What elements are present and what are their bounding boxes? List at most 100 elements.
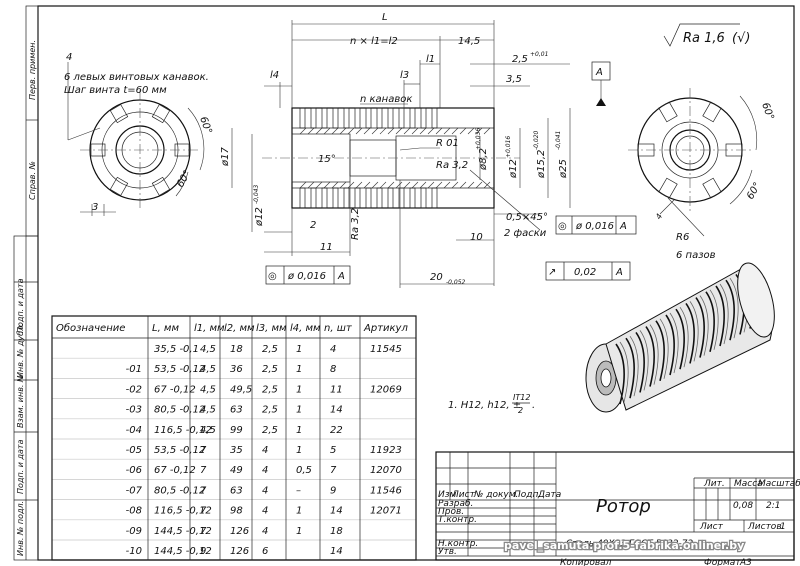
groove-top [354, 107, 361, 129]
table-cell: 98 [230, 506, 243, 517]
table-cell: 2,5 [262, 384, 278, 395]
two-chamfers: 2 фаски [504, 228, 547, 239]
table-cell: 6 [262, 546, 268, 557]
rotor-3d-view [585, 262, 775, 413]
angle-15: 15° [318, 154, 336, 165]
table-cell: 4 [262, 506, 268, 517]
groove-bottom [398, 187, 405, 209]
angle-60-b: 60° [175, 169, 193, 190]
right-end-view [628, 88, 758, 237]
margin-replace-inv: Взам. инв. № [16, 374, 25, 428]
section-dimensions [231, 20, 611, 288]
table-header: Артикул [363, 323, 408, 334]
table-header: L, мм [152, 323, 179, 334]
n-grooves: n канавок [360, 94, 412, 105]
dim-2-5-tol: +0,01 [530, 51, 548, 58]
table-cell: 4 [262, 445, 268, 456]
tf3-symbol: ↗ [548, 267, 556, 278]
groove-bottom [299, 187, 306, 209]
datum-a: A [595, 67, 603, 78]
table-cell: 4 [262, 485, 268, 496]
table-header: l4, мм [290, 323, 321, 334]
margin-dup-inv: Инв. № дубл. [16, 323, 25, 378]
table-cell: 11 [330, 384, 343, 395]
note-num: 4 [66, 52, 72, 63]
dim-10: 10 [470, 232, 483, 243]
table-cell: 67 -0,12 [154, 465, 196, 476]
margin-orig-inv: Инв. № подл. [16, 501, 25, 556]
groove-top [409, 107, 416, 129]
table-cell: 14 [330, 506, 343, 517]
table-cell: 8 [330, 364, 336, 375]
dim-d12-outer: ø12 [254, 207, 265, 227]
groove-bottom [343, 187, 350, 209]
groove-top [299, 107, 306, 129]
table-cell: 11545 [370, 344, 402, 355]
tb-role-tcontrol: Т.контр. [438, 515, 477, 525]
tb-lit: Лит. [703, 479, 725, 489]
table-cell: -02 [126, 384, 142, 395]
roughness-paren: (√) [732, 31, 750, 46]
table-cell: 12071 [370, 506, 402, 517]
groove-bottom [376, 187, 383, 209]
tb-scale-value: 2:1 [766, 501, 780, 511]
angle-60-a: 60° [197, 115, 213, 135]
tb-sheets-value: 1 [780, 522, 786, 532]
groove-top [376, 107, 383, 129]
tb-col-sign: Подп. [514, 490, 541, 500]
tf1-symbol: ◎ [268, 271, 277, 282]
table-cell: 18 [330, 526, 343, 537]
tb-col-sheet: Лист [451, 490, 476, 500]
radius-r6: R6 [676, 232, 689, 243]
table-cell: 53,5 -0,12 [154, 445, 205, 456]
groove-bottom [431, 187, 438, 209]
dim-d25-outer: ø25 [558, 159, 569, 179]
table-cell: 2,5 [262, 344, 278, 355]
dim-4: 4 [654, 212, 664, 221]
roughness-value: Ra 1,6 [683, 31, 725, 46]
table-cell: 1 [296, 445, 302, 456]
angle-60-d: 60° [745, 181, 763, 202]
dim-d15-2-tol: -0,020 [533, 130, 540, 150]
tf2-symbol: ◎ [558, 221, 567, 232]
six-slots: 6 пазов [676, 250, 716, 261]
tb-format: Формат [704, 558, 741, 566]
table-header: l2, мм [224, 323, 255, 334]
tolerance-frame-3: ↗ 0,02 A [545, 261, 631, 281]
end-view-slot [637, 143, 655, 157]
table-cell: 0,5 [296, 465, 312, 476]
tb-sheets: Листов [747, 522, 782, 532]
end-view-slot [151, 176, 171, 196]
angle-60-c: 60° [759, 101, 775, 121]
table-header: l1, мм [194, 323, 225, 334]
dim-d12-outer-tol: -0,043 [253, 184, 260, 204]
table-cell: 99 [230, 425, 243, 436]
table-cell: -06 [126, 465, 142, 476]
dim-l4: l4 [270, 70, 279, 81]
title-block: Ротор Изм Лист № докум. Подп. Дата Разра… [435, 451, 800, 566]
table-cell: 5 [330, 445, 336, 456]
dim-11: 11 [320, 242, 333, 253]
table-cell: 63 [230, 485, 243, 496]
end-view-slot [658, 177, 678, 199]
table-cell: -10 [126, 546, 142, 557]
table-cell: 1 [296, 425, 302, 436]
tf1-value: ø 0,016 [287, 271, 326, 282]
table-cell: 18 [230, 344, 243, 355]
tf2-base: A [619, 221, 627, 232]
table-cell: 11546 [370, 485, 402, 496]
tb-role-check: Пров. [438, 507, 464, 517]
margin-sign-date-1: Подп. и дата [16, 278, 25, 333]
table-cell: -05 [126, 445, 142, 456]
roughness-symbol: Ra 1,6 (√) [663, 23, 750, 47]
groove-bottom [365, 187, 372, 209]
table-cell: 80,5 -0,12 [154, 405, 205, 416]
tf1-base: A [337, 271, 345, 282]
table-cell: 126 [230, 526, 249, 537]
end-view-slot [90, 143, 106, 157]
table-cell: 116,5 -0,12 [154, 425, 212, 436]
groove-top [343, 107, 350, 129]
groove-bottom [310, 187, 317, 209]
